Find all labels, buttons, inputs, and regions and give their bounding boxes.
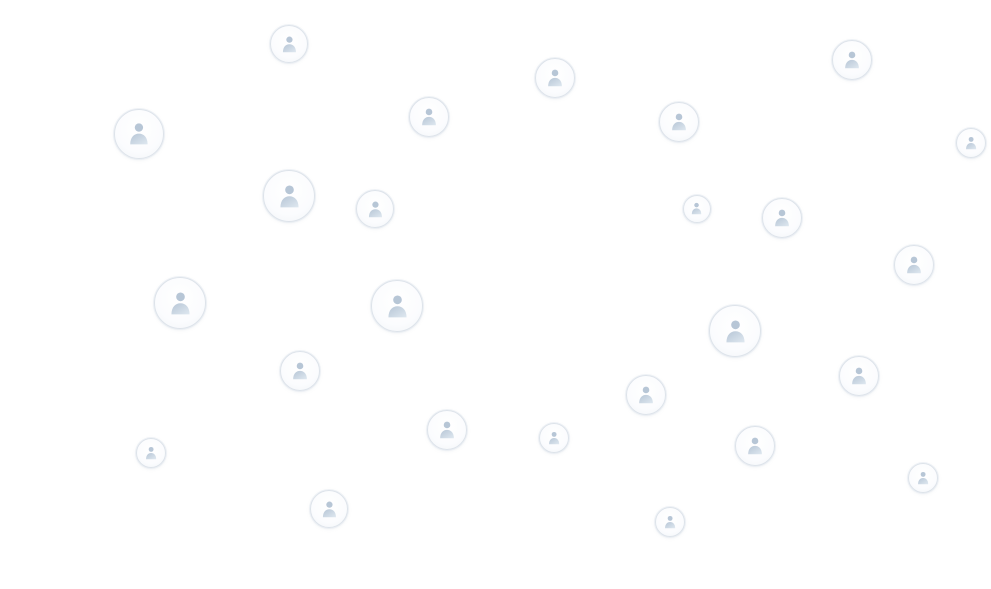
- avatar-bubble[interactable]: [839, 356, 879, 396]
- person-icon: [627, 376, 665, 414]
- person-icon: [311, 491, 347, 527]
- avatar-bubble[interactable]: [427, 410, 467, 450]
- person-icon: [710, 306, 760, 356]
- person-icon: [357, 191, 393, 227]
- avatar-bubble[interactable]: [539, 423, 569, 453]
- person-icon: [895, 246, 933, 284]
- person-icon: [656, 508, 684, 536]
- avatar-bubble[interactable]: [655, 507, 685, 537]
- person-icon: [155, 278, 205, 328]
- avatar-bubble[interactable]: [280, 351, 320, 391]
- avatar-bubble[interactable]: [626, 375, 666, 415]
- person-icon: [536, 59, 574, 97]
- avatar-bubble[interactable]: [894, 245, 934, 285]
- avatar-bubble[interactable]: [371, 280, 423, 332]
- person-icon: [264, 171, 314, 221]
- avatar-bubble[interactable]: [762, 198, 802, 238]
- avatar-bubble[interactable]: [535, 58, 575, 98]
- avatar-bubble[interactable]: [956, 128, 986, 158]
- person-icon: [281, 352, 319, 390]
- person-icon: [909, 464, 937, 492]
- person-icon: [540, 424, 568, 452]
- avatar-bubble[interactable]: [310, 490, 348, 528]
- avatar-bubble[interactable]: [136, 438, 166, 468]
- avatar-bubble[interactable]: [409, 97, 449, 137]
- person-icon: [957, 129, 985, 157]
- person-icon: [428, 411, 466, 449]
- person-icon: [115, 110, 163, 158]
- avatar-bubble[interactable]: [709, 305, 761, 357]
- person-icon: [833, 41, 871, 79]
- avatar-bubble[interactable]: [683, 195, 711, 223]
- person-icon: [410, 98, 448, 136]
- avatar-bubble[interactable]: [832, 40, 872, 80]
- avatar-bubble[interactable]: [263, 170, 315, 222]
- avatar-bubble[interactable]: [908, 463, 938, 493]
- person-icon: [660, 103, 698, 141]
- person-icon: [736, 427, 774, 465]
- avatar-bubble[interactable]: [356, 190, 394, 228]
- avatar-bubble[interactable]: [659, 102, 699, 142]
- person-icon: [137, 439, 165, 467]
- avatar-bubble[interactable]: [735, 426, 775, 466]
- avatar-bubble[interactable]: [154, 277, 206, 329]
- person-icon: [271, 26, 307, 62]
- person-icon: [763, 199, 801, 237]
- person-icon: [840, 357, 878, 395]
- person-icon: [684, 196, 710, 222]
- avatar-bubble[interactable]: [114, 109, 164, 159]
- avatar-bubble[interactable]: [270, 25, 308, 63]
- person-icon: [372, 281, 422, 331]
